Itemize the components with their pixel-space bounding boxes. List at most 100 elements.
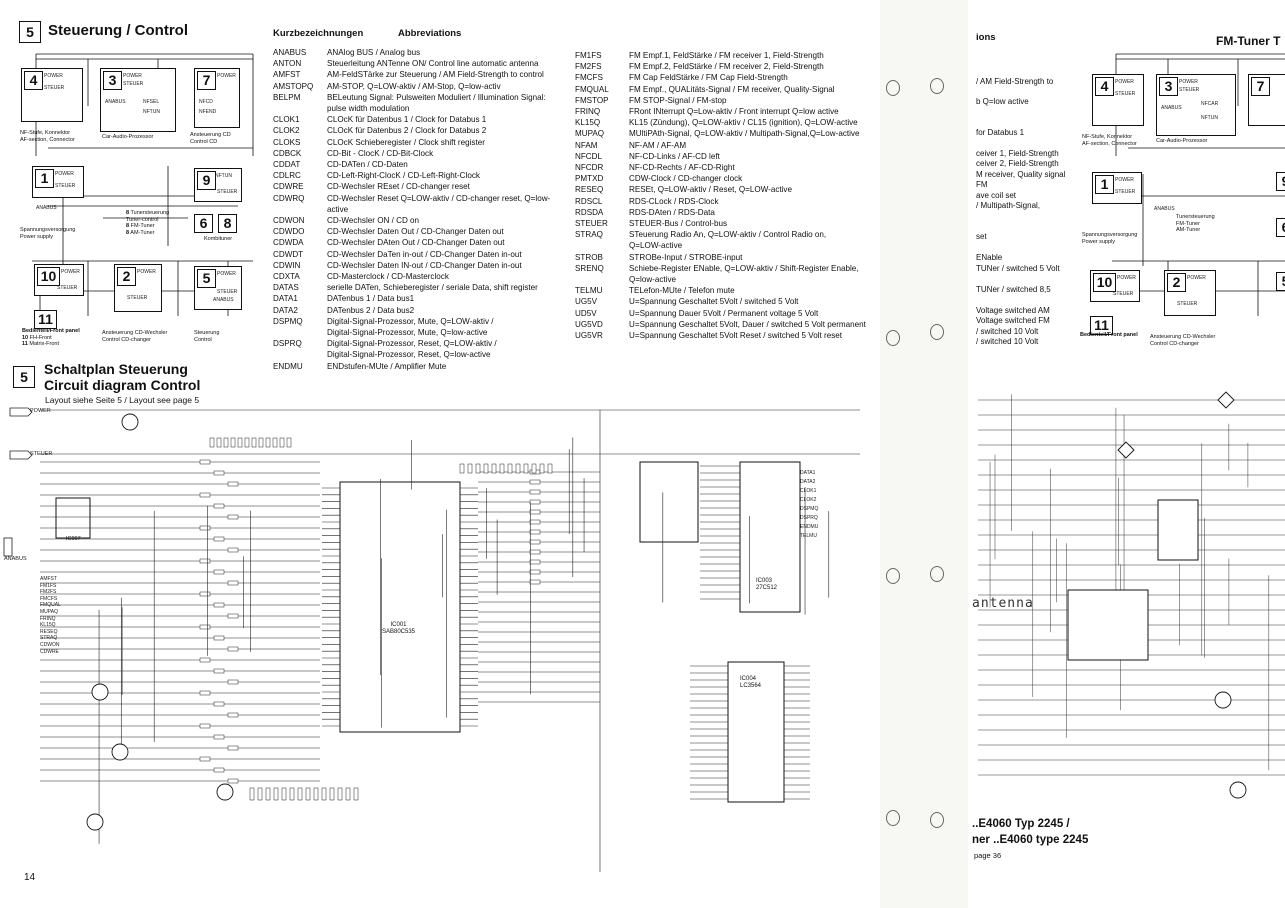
net-label: STRAQ: [40, 635, 58, 642]
resistor: [529, 499, 541, 505]
abbr-fragment: M receiver, Quality signal: [976, 170, 1066, 179]
block-caption: Bedienteil/Front panel: [1080, 332, 1138, 338]
net-label: CDWON: [40, 642, 60, 648]
legend-num: 11: [22, 341, 28, 347]
resistor: [213, 470, 225, 476]
block-number: 5: [197, 269, 216, 288]
circuit-section-number: 5: [13, 366, 35, 388]
port-label: POWER: [1115, 79, 1134, 85]
block-caption: Ansteuerung CD Control CD: [190, 132, 231, 145]
block-number: 3: [1159, 77, 1178, 96]
abbr-value: NF-AM / AF-AM: [629, 140, 687, 150]
abbr-key: TELMU: [575, 286, 603, 296]
abbr-key: RDSDA: [575, 207, 604, 217]
abbr-value: CD-Masterclock / CD-Masterclock: [327, 272, 449, 282]
transistor: [86, 813, 104, 831]
abbr-value: active: [327, 204, 349, 214]
resistor: [227, 547, 239, 553]
punch-hole: [930, 566, 944, 582]
abbr-value: Digital-Signal-Prozessor, Mute, Q=LOW-ak…: [327, 316, 494, 326]
block-10: 10 POWER STEUER: [1090, 270, 1140, 302]
abbr-value: U=Spannung Geschaltet 5Volt, Dauer / swi…: [629, 319, 866, 329]
resistor: [227, 580, 239, 586]
port-label: NFCD: [199, 99, 213, 105]
abbr-heading-fragment: ions: [976, 32, 996, 43]
abbr-value: CD-DATen / CD-Daten: [327, 160, 408, 170]
port-label: STEUER: [57, 285, 78, 291]
resistor: [213, 503, 225, 509]
capacitor: [491, 463, 497, 474]
block-caption: Car-Audio-Prozessor: [1156, 138, 1207, 145]
ic-label: IC007: [66, 536, 81, 542]
abbr-value: RDS-CLock / RDS-Clock: [629, 196, 719, 206]
port-label: STEUER: [1115, 91, 1136, 97]
abbr-key: ANABUS: [273, 48, 307, 57]
block-caption-text: Spannungsversorgung Power supply: [20, 227, 76, 240]
capacitor: [289, 787, 295, 801]
transistor: [1229, 781, 1247, 799]
abbr-value: CD-Wechsler Daten IN-out / CD-Changer Da…: [327, 260, 522, 270]
resistor: [227, 613, 239, 619]
abbr-key: UG5VR: [575, 331, 603, 341]
block-6: 6: [194, 214, 213, 233]
resistor: [529, 489, 541, 495]
abbr-key: STROB: [575, 252, 603, 262]
port-label: ANABUS: [213, 297, 234, 303]
abbr-key: BELPM: [273, 92, 301, 102]
abbr-key: NFAM: [575, 140, 598, 150]
capacitor: [515, 463, 521, 474]
port-label: NFCAR: [1201, 101, 1219, 107]
abbr-row: Digital-Signal-Prozessor, Reset, Q=low-a…: [273, 349, 573, 360]
abbr-key: FMCFS: [575, 73, 603, 83]
capacitor: [251, 437, 257, 448]
left-page: 5 Steuerung / Control: [3, 21, 877, 883]
transistor: [91, 683, 109, 701]
abbr-fragment: Voltage switched FM: [976, 316, 1050, 325]
port-label: STEUER: [1177, 301, 1198, 307]
abbr-key: CDBCK: [273, 148, 302, 158]
resistor: [199, 657, 211, 663]
capacitor: [305, 787, 311, 801]
block-caption: Kombituner: [204, 236, 232, 243]
abbr-value: Digital-Signal-Prozessor, Mute, Q=low-ac…: [327, 328, 488, 338]
transistor: [111, 743, 129, 761]
abbr-value: DATenbus 2 / Data bus2: [327, 305, 415, 315]
section-title: Steuerung / Control: [48, 22, 188, 39]
abbr-heading-de: Kurzbezeichnungen: [273, 28, 364, 39]
port-label: ANABUS: [105, 99, 126, 105]
legend-text: Tunersteuerung Tuner-control: [126, 210, 170, 223]
abbr-key: [273, 349, 327, 360]
abbr-value: FM Empf., QUALitäts-Signal / FM receiver…: [629, 84, 835, 94]
block-7: 7 POWER NFCD NFEND: [194, 68, 240, 128]
port-label: STEUER: [217, 189, 238, 195]
block-caption-text: Spannungsversorgung Power supply: [1082, 232, 1138, 245]
abbr-fragment: / switched 10 Volt: [976, 337, 1039, 346]
net-label: FRINQ: [40, 615, 56, 622]
resistor: [213, 635, 225, 641]
port-label: STEUER: [217, 289, 238, 295]
resistor: [199, 591, 211, 597]
punch-hole: [930, 78, 944, 94]
abbr-key: FM1FS: [575, 51, 602, 60]
block-number: 2: [117, 267, 136, 286]
net-label: FM2FS: [40, 589, 57, 596]
tuner-ic-body: [1157, 499, 1199, 561]
